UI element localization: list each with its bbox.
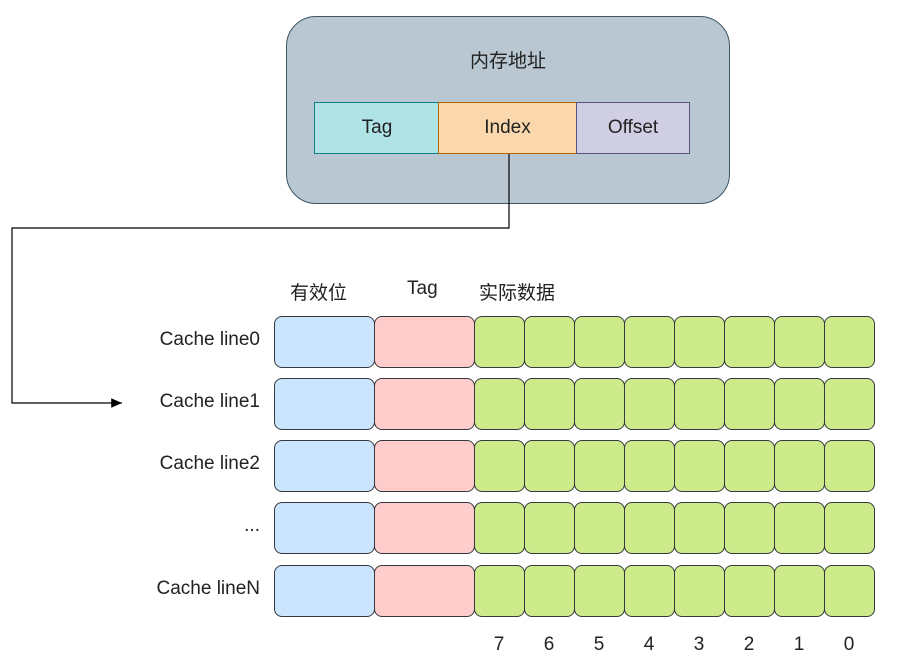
data-byte-cell	[624, 565, 675, 617]
data-byte-cell	[724, 440, 775, 492]
data-byte-cell	[624, 502, 675, 554]
data-byte-cell	[524, 565, 575, 617]
tag-cell	[374, 378, 475, 430]
data-byte-cell	[824, 440, 875, 492]
valid-bit-cell	[274, 565, 375, 617]
tag-cell	[374, 502, 475, 554]
data-byte-cell	[524, 502, 575, 554]
data-byte-cell	[774, 440, 825, 492]
header-valid-bit: 有效位	[290, 283, 348, 304]
data-byte-cell	[774, 316, 825, 368]
bit-number-label: 1	[793, 634, 805, 655]
bit-number-label: 5	[593, 634, 605, 655]
data-byte-cell	[824, 316, 875, 368]
data-byte-cell	[574, 316, 625, 368]
cache-line-label: Cache lineN	[156, 578, 261, 599]
data-byte-cell	[724, 378, 775, 430]
bit-number-label: 4	[643, 634, 655, 655]
cache-line-label: Cache line1	[159, 391, 260, 412]
cache-line-label: Cache line2	[159, 453, 260, 474]
valid-bit-cell	[274, 440, 375, 492]
header-tag: Tag	[407, 278, 438, 299]
data-byte-cell	[674, 316, 725, 368]
bit-number-label: 0	[843, 634, 855, 655]
data-byte-cell	[674, 378, 725, 430]
data-byte-cell	[474, 502, 525, 554]
bit-number-label: 3	[693, 634, 705, 655]
cache-line-label: Cache line0	[159, 329, 260, 350]
address-field-offset: Offset	[576, 102, 690, 154]
tag-cell	[374, 440, 475, 492]
tag-cell	[374, 565, 475, 617]
bit-number-label: 6	[543, 634, 555, 655]
data-byte-cell	[574, 502, 625, 554]
data-byte-cell	[724, 502, 775, 554]
data-byte-cell	[724, 565, 775, 617]
address-field-tag: Tag	[314, 102, 440, 154]
bit-number-label: 7	[493, 634, 505, 655]
data-byte-cell	[724, 316, 775, 368]
data-byte-cell	[774, 502, 825, 554]
memory-address-title: 内存地址	[469, 51, 546, 72]
data-byte-cell	[674, 502, 725, 554]
data-byte-cell	[574, 440, 625, 492]
data-byte-cell	[624, 440, 675, 492]
data-byte-cell	[474, 316, 525, 368]
data-byte-cell	[574, 378, 625, 430]
data-byte-cell	[824, 565, 875, 617]
address-field-index: Index	[438, 102, 577, 154]
data-byte-cell	[474, 565, 525, 617]
data-byte-cell	[624, 378, 675, 430]
data-byte-cell	[624, 316, 675, 368]
data-byte-cell	[474, 440, 525, 492]
valid-bit-cell	[274, 316, 375, 368]
valid-bit-cell	[274, 502, 375, 554]
data-byte-cell	[474, 378, 525, 430]
cache-line-label: ...	[244, 515, 260, 536]
tag-cell	[374, 316, 475, 368]
data-byte-cell	[824, 378, 875, 430]
data-byte-cell	[824, 502, 875, 554]
data-byte-cell	[524, 378, 575, 430]
data-byte-cell	[774, 565, 825, 617]
data-byte-cell	[774, 378, 825, 430]
data-byte-cell	[574, 565, 625, 617]
data-byte-cell	[674, 440, 725, 492]
header-actual-data: 实际数据	[479, 283, 556, 304]
data-byte-cell	[524, 316, 575, 368]
data-byte-cell	[524, 440, 575, 492]
valid-bit-cell	[274, 378, 375, 430]
data-byte-cell	[674, 565, 725, 617]
bit-number-label: 2	[743, 634, 755, 655]
